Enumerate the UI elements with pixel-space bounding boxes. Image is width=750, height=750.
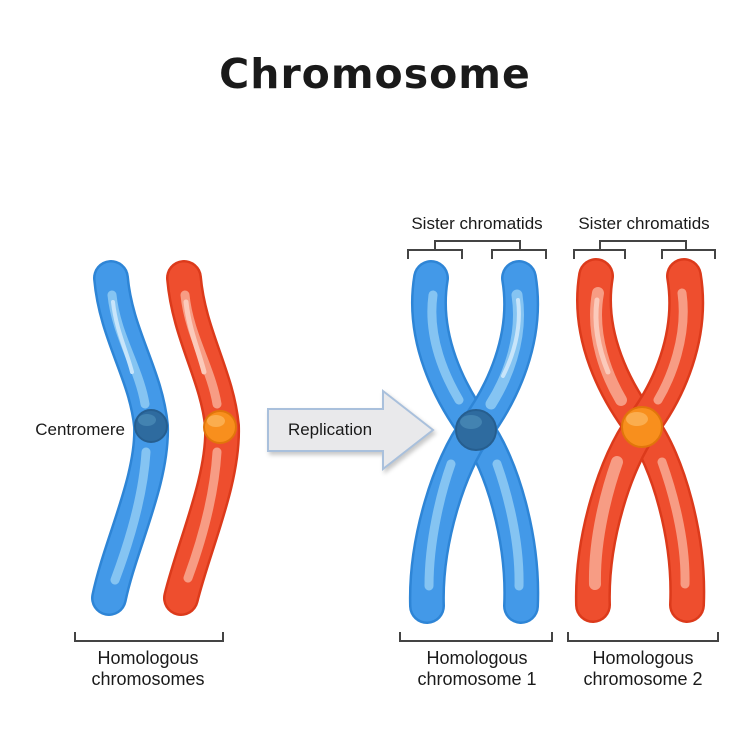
centromere-dot-blue-x-highlight [460,415,482,429]
blue-chromosome-highlight-bright [111,300,134,374]
centromere-dot-blue-left-highlight [138,414,156,426]
homologous-2-bracket [567,632,719,642]
bracket-lower-right-blue [491,249,547,259]
bracket-upper-blue [434,240,521,250]
replication-label: Replication [287,420,373,439]
red-x-highlight-bottom-left [588,456,623,590]
red-chromosome-highlight-lower [183,447,222,583]
centromere-dot-orange-left-highlight [207,415,225,427]
homologous-chromosome-2-label: Homologous chromosome 2 [583,648,703,690]
blue-x-highlight-bottom-right [492,459,524,591]
blue-x-highlight-bottom-left [424,459,456,591]
replicated-blue-chromosome [408,260,540,624]
unreplicated-blue-chromosome [91,260,170,616]
red-chromosome-highlight-bright [183,299,207,375]
bracket-lower-left-red [573,249,626,259]
unreplicated-red-chromosome [163,260,241,616]
blue-chromosome-highlight-lower [110,447,151,585]
homologous-1-bracket [399,632,553,642]
bracket-upper-red [599,240,687,250]
homologous-chromosome-1-label: Homologous chromosome 1 [417,648,537,690]
sister-chromatids-label-blue: Sister chromatids [411,214,543,233]
blue-x-highlight-top-left [427,290,464,405]
red-x-highlight-top-left-bright [593,297,611,375]
sister-chromatids-label-red: Sister chromatids [578,214,710,233]
red-x-highlight-bottom-right [657,457,690,589]
sister-chromatids-bracket-blue [407,240,547,259]
homologous-chromosomes-label: Homologous chromosomes [91,648,205,690]
replication-arrow [267,388,435,472]
centromere-label: Centromere [35,420,125,439]
diagram-title: Chromosome [219,50,531,98]
bracket-lower-right-red [661,249,716,259]
centromere-dot-orange-x-highlight [626,412,648,426]
red-x-highlight-top-right [653,288,688,405]
replicated-red-chromosome [574,258,706,623]
blue-x-highlight-top-right-bright [501,298,521,378]
bracket-lower-left-blue [407,249,463,259]
homologous-pair-bracket [74,632,224,642]
sister-chromatids-bracket-red [573,240,716,259]
